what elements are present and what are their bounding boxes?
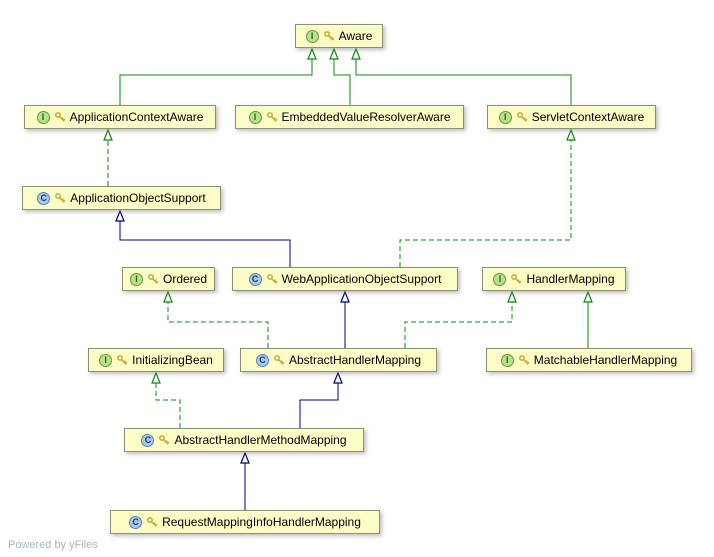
class-icon: C	[248, 272, 262, 286]
diagram-node-handler-mapping[interactable]: I HandlerMapping	[482, 267, 626, 291]
key-icon	[511, 274, 522, 284]
interface-icon: I	[248, 110, 262, 124]
diagram-node-ordered[interactable]: I Ordered	[122, 267, 215, 291]
diagram-node-request-mapping-info-handler-mapping[interactable]: C RequestMappingInfoHandlerMapping	[110, 510, 380, 534]
key-icon	[323, 31, 334, 41]
interface-icon: I	[493, 272, 507, 286]
interface-icon: I	[129, 272, 143, 286]
diagram-node-application-context-aware[interactable]: I ApplicationContextAware	[24, 105, 216, 129]
class-name-label: AbstractHandlerMapping	[288, 353, 422, 367]
key-icon	[148, 274, 159, 284]
edge-webapplicationobjectsupport-extends-applicationobjectsupport	[115, 209, 291, 267]
class-name-label: RequestMappingInfoHandlerMapping	[162, 515, 361, 529]
edge-abstracthandlermapping-implements-ordered	[163, 290, 269, 348]
interface-icon: I	[99, 353, 113, 367]
diagram-node-web-application-object-support[interactable]: C WebApplicationObjectSupport	[232, 267, 458, 291]
diagram-node-abstract-handler-method-mapping[interactable]: C AbstractHandlerMethodMapping	[124, 428, 364, 452]
edge-embeddedvalueresolveraware-extends-aware	[329, 47, 351, 105]
interface-icon: I	[498, 110, 512, 124]
key-icon	[55, 193, 66, 203]
edge-applicationcontextaware-extends-aware	[119, 47, 317, 105]
class-name-label: Ordered	[162, 272, 208, 286]
diagram-node-aware[interactable]: I Aware	[295, 24, 383, 48]
interface-icon: I	[36, 110, 50, 124]
class-name-label: HandlerMapping	[526, 272, 615, 286]
class-name-label: ApplicationObjectSupport	[70, 191, 206, 205]
class-name-label: ServletContextAware	[531, 110, 645, 124]
yfiles-watermark: Powered by yFiles	[8, 539, 98, 551]
edge-servletcontextaware-extends-aware	[351, 47, 572, 105]
edge-abstracthandlermapping-implements-handlermapping	[404, 290, 517, 348]
key-icon	[117, 355, 128, 365]
interface-icon: I	[500, 353, 514, 367]
diagram-node-application-object-support[interactable]: C ApplicationObjectSupport	[22, 186, 221, 210]
key-icon	[516, 112, 528, 122]
diagram-node-initializing-bean[interactable]: I InitializingBean	[88, 348, 224, 372]
key-icon	[518, 355, 530, 365]
class-name-label: Aware	[338, 29, 373, 43]
diagram-node-matchable-handler-mapping[interactable]: I MatchableHandlerMapping	[486, 348, 692, 372]
key-icon	[266, 112, 277, 122]
key-icon	[266, 274, 277, 284]
class-icon: C	[255, 353, 269, 367]
edge-webapplicationobjectsupport-implements-servletcontextaware	[399, 128, 576, 267]
key-icon	[54, 112, 65, 122]
key-icon	[274, 355, 285, 365]
class-icon: C	[141, 433, 155, 447]
key-icon	[159, 435, 170, 445]
key-icon	[147, 517, 158, 527]
class-name-label: MatchableHandlerMapping	[533, 353, 678, 367]
class-icon: C	[37, 191, 51, 205]
diagram-node-abstract-handler-mapping[interactable]: C AbstractHandlerMapping	[240, 348, 437, 372]
class-name-label: AbstractHandlerMethodMapping	[174, 433, 347, 447]
edge-abstracthandlermethodmapping-implements-initializingbean	[151, 371, 181, 428]
class-name-label: WebApplicationObjectSupport	[281, 272, 442, 286]
diagram-node-embedded-value-resolver-aware[interactable]: I EmbeddedValueResolverAware	[235, 105, 464, 129]
diagram-node-servlet-context-aware[interactable]: I ServletContextAware	[487, 105, 656, 129]
interface-icon: I	[305, 29, 319, 43]
class-name-label: InitializingBean	[132, 353, 213, 367]
class-icon: C	[129, 515, 143, 529]
class-name-label: ApplicationContextAware	[69, 110, 204, 124]
class-name-label: EmbeddedValueResolverAware	[281, 110, 451, 124]
edge-abstracthandlermethodmapping-extends-abstracthandlermapping	[299, 371, 343, 428]
